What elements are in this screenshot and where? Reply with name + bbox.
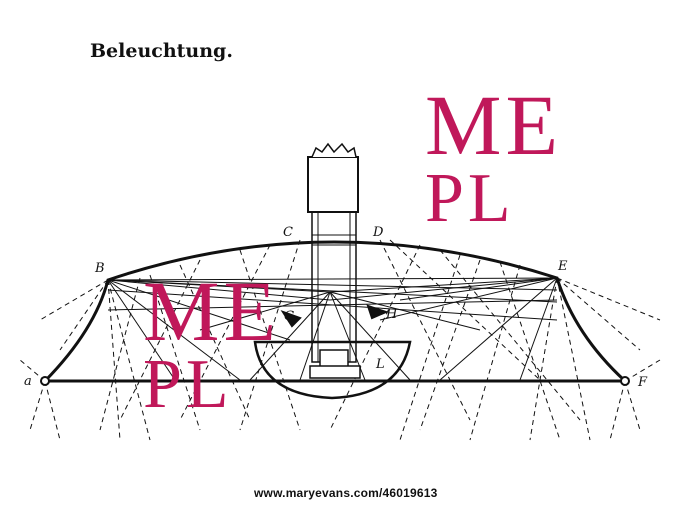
label-h: H bbox=[385, 307, 398, 322]
label-a: a bbox=[24, 374, 32, 389]
label-l: L bbox=[375, 357, 385, 372]
watermark-left: ME PL bbox=[143, 268, 280, 420]
label-f: F bbox=[637, 375, 648, 390]
watermark-me: ME bbox=[143, 263, 280, 359]
label-c: C bbox=[283, 225, 293, 240]
point-f bbox=[620, 376, 630, 386]
label-e: E bbox=[557, 259, 568, 274]
point-a bbox=[40, 376, 50, 386]
mirror-g bbox=[280, 310, 302, 328]
lamp-housing bbox=[307, 156, 359, 213]
label-b: B bbox=[94, 261, 105, 276]
lamp-crown bbox=[311, 142, 357, 158]
hull-outline bbox=[41, 240, 629, 383]
label-g: G bbox=[284, 309, 294, 324]
mirror-h bbox=[366, 304, 389, 320]
light-rays bbox=[107, 277, 558, 381]
watermark-top-right: ME PL bbox=[425, 82, 562, 234]
label-d: D bbox=[372, 225, 384, 240]
watermark-pl: PL bbox=[143, 346, 233, 423]
watermark-me: ME bbox=[425, 77, 562, 173]
scattered-rays bbox=[19, 239, 661, 441]
reflector-bowl bbox=[253, 340, 412, 400]
image-credit: www.maryevans.com/46019613 bbox=[254, 486, 438, 500]
watermark-pl: PL bbox=[425, 160, 515, 237]
diagram-title: Beleuchtung. bbox=[90, 40, 233, 62]
